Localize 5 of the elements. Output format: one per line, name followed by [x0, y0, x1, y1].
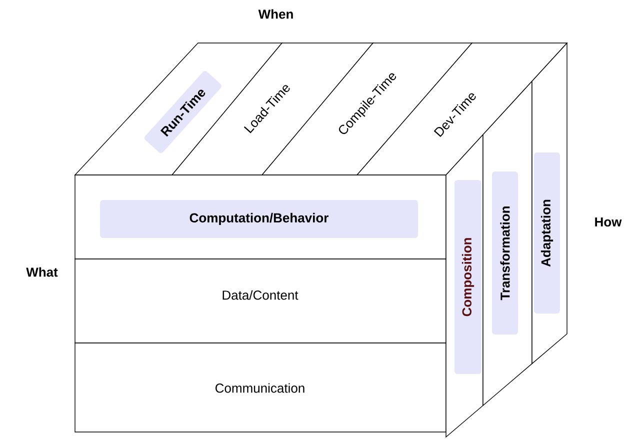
method-band: Adaptation — [532, 42, 568, 364]
axis-label: When — [258, 9, 293, 19]
axis-label: What — [26, 267, 58, 277]
axis-label: How — [595, 217, 622, 227]
node-label: Composition — [462, 238, 474, 316]
